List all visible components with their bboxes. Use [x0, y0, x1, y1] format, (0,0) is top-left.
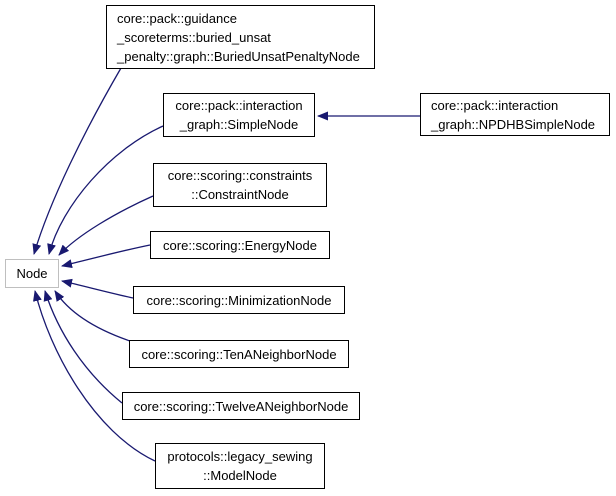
class-label-line: core::pack::guidance [117, 10, 237, 26]
class-label-line: core::scoring::TenANeighborNode [141, 346, 337, 362]
edge-minimization-node-to-node [61, 278, 134, 299]
edge-simple-node-to-node [47, 125, 164, 255]
class-label-line: ::ConstraintNode [191, 187, 289, 202]
edge-energy-node-to-node [61, 244, 151, 269]
class-box-energy-node[interactable]: core::scoring::EnergyNode [150, 231, 330, 259]
class-label-line: protocols::legacy_sewing [167, 449, 313, 464]
class-label-line: _penalty::graph::BuriedUnsatPenaltyNode [117, 48, 360, 64]
class-label-line: _graph::NPDHBSimpleNode [431, 116, 596, 132]
class-label-line: core::scoring::TwelveANeighborNode [133, 398, 349, 414]
class-label-line: core::scoring::EnergyNode [163, 237, 317, 253]
class-label-line: core::scoring::constraints [167, 168, 313, 183]
class-label-line: core::pack::interaction [175, 98, 303, 113]
class-box-minimization-node[interactable]: core::scoring::MinimizationNode [133, 286, 345, 314]
class-label-line: core::scoring::MinimizationNode [146, 292, 332, 308]
class-box-model-node[interactable]: protocols::legacy_sewing ::ModelNode [155, 443, 325, 489]
class-box-constraint-node[interactable]: core::scoring::constraints ::ConstraintN… [153, 163, 327, 207]
class-box-buried-unsat-penalty-node[interactable]: core::pack::guidance _scoreterms::buried… [106, 5, 375, 69]
class-box-npdhb-simple-node[interactable]: core::pack::interaction _graph::NPDHBSim… [420, 93, 610, 136]
class-box-node: Node [5, 259, 59, 288]
class-label-line: _graph::SimpleNode [179, 117, 299, 132]
class-box-simple-node[interactable]: core::pack::interaction _graph::SimpleNo… [163, 93, 315, 137]
edge-constraint-node-to-node [58, 195, 154, 256]
class-label: Node [16, 266, 48, 281]
edge-buried-unsat-penalty-node-to-node [32, 67, 122, 255]
edge-twelve-a-neighbor-node-to-node [43, 290, 123, 404]
class-label-line: _scoreterms::buried_unsat [117, 29, 271, 45]
class-label-line: core::pack::interaction [431, 97, 559, 113]
edge-ten-a-neighbor-node-to-node [54, 290, 131, 342]
class-box-twelve-a-neighbor-node[interactable]: core::scoring::TwelveANeighborNode [122, 392, 360, 420]
class-label-line: ::ModelNode [203, 468, 277, 483]
class-box-ten-a-neighbor-node[interactable]: core::scoring::TenANeighborNode [129, 340, 349, 368]
edge-model-node-to-node [33, 290, 156, 462]
